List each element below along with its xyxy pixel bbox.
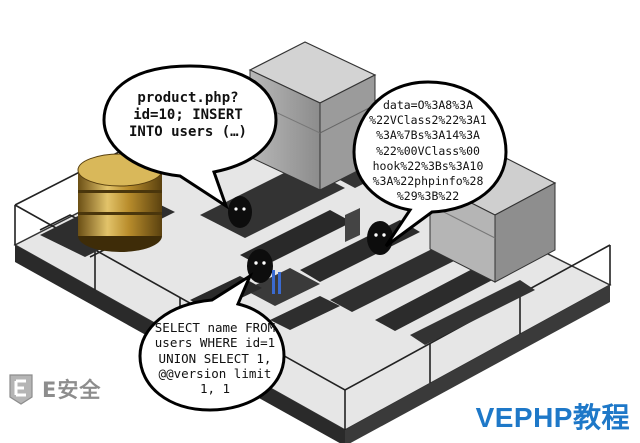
watermark-label: E安全 bbox=[42, 378, 102, 402]
e-anquan-watermark: E安全 bbox=[6, 371, 156, 407]
php-object-injection-payload-text: data=O%3A8%3A %22VClass2%22%3A1 %3A%7Bs%… bbox=[369, 98, 487, 204]
database-cylinder bbox=[77, 153, 163, 252]
sql-union-select-text: SELECT name FROM users WHERE id=1 UNION … bbox=[154, 320, 276, 396]
hacker-figure-2-icon bbox=[367, 221, 393, 255]
speech-bubble-2 bbox=[352, 80, 508, 248]
e-badge-icon bbox=[9, 374, 33, 405]
speech-bubble-1 bbox=[102, 64, 278, 210]
server-cabinet-back bbox=[248, 41, 377, 191]
site-label: VEPHP教程 bbox=[475, 402, 630, 433]
hacker-figure-1-icon bbox=[228, 196, 252, 228]
speech-bubble-3 bbox=[138, 272, 286, 412]
sql-injection-insert-text: product.php? id=10; INSERT INTO users (…… bbox=[128, 90, 247, 140]
hacker-figure-3-icon bbox=[247, 249, 281, 294]
